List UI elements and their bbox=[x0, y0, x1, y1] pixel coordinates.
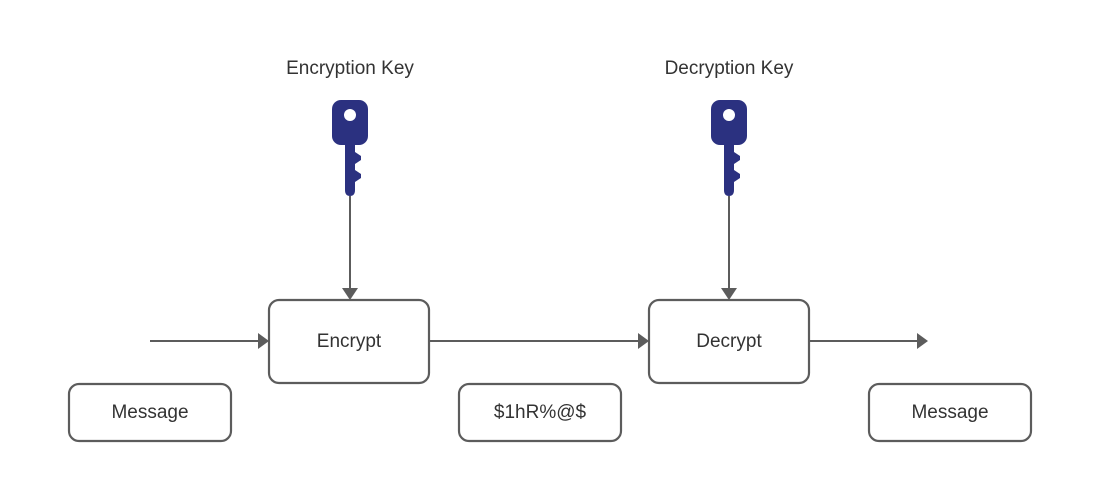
key-icon bbox=[711, 100, 747, 196]
encryption-key-arrow bbox=[342, 196, 358, 300]
decrypt-node-label: Decrypt bbox=[696, 331, 762, 352]
encrypt-node[interactable]: Encrypt bbox=[267, 298, 431, 385]
decryption-key-caption: Decryption Key bbox=[665, 58, 794, 79]
ciphertext-node[interactable]: $1hR%@$ bbox=[457, 382, 623, 443]
encryption-key-caption: Encryption Key bbox=[286, 58, 414, 79]
ciphertext-box[interactable] bbox=[457, 382, 623, 443]
message-output-box[interactable] bbox=[867, 382, 1033, 443]
ciphertext-label: $1hR%@$ bbox=[494, 402, 587, 423]
encrypt-node-box[interactable] bbox=[267, 298, 431, 385]
output-arrow bbox=[809, 333, 928, 349]
encrypt-node-label: Encrypt bbox=[317, 331, 382, 352]
decryption-key-arrow bbox=[721, 196, 737, 300]
ciphertext-arrow bbox=[429, 333, 649, 349]
message-input-box[interactable] bbox=[67, 382, 233, 443]
key-icon bbox=[332, 100, 368, 196]
input-arrow bbox=[150, 333, 269, 349]
message-input-node[interactable]: Message bbox=[67, 382, 233, 443]
decrypt-node[interactable]: Decrypt bbox=[647, 298, 811, 385]
message-output-node[interactable]: Message bbox=[867, 382, 1033, 443]
message-input-label: Message bbox=[111, 402, 188, 423]
message-output-label: Message bbox=[911, 402, 988, 423]
decrypt-node-box[interactable] bbox=[647, 298, 811, 385]
